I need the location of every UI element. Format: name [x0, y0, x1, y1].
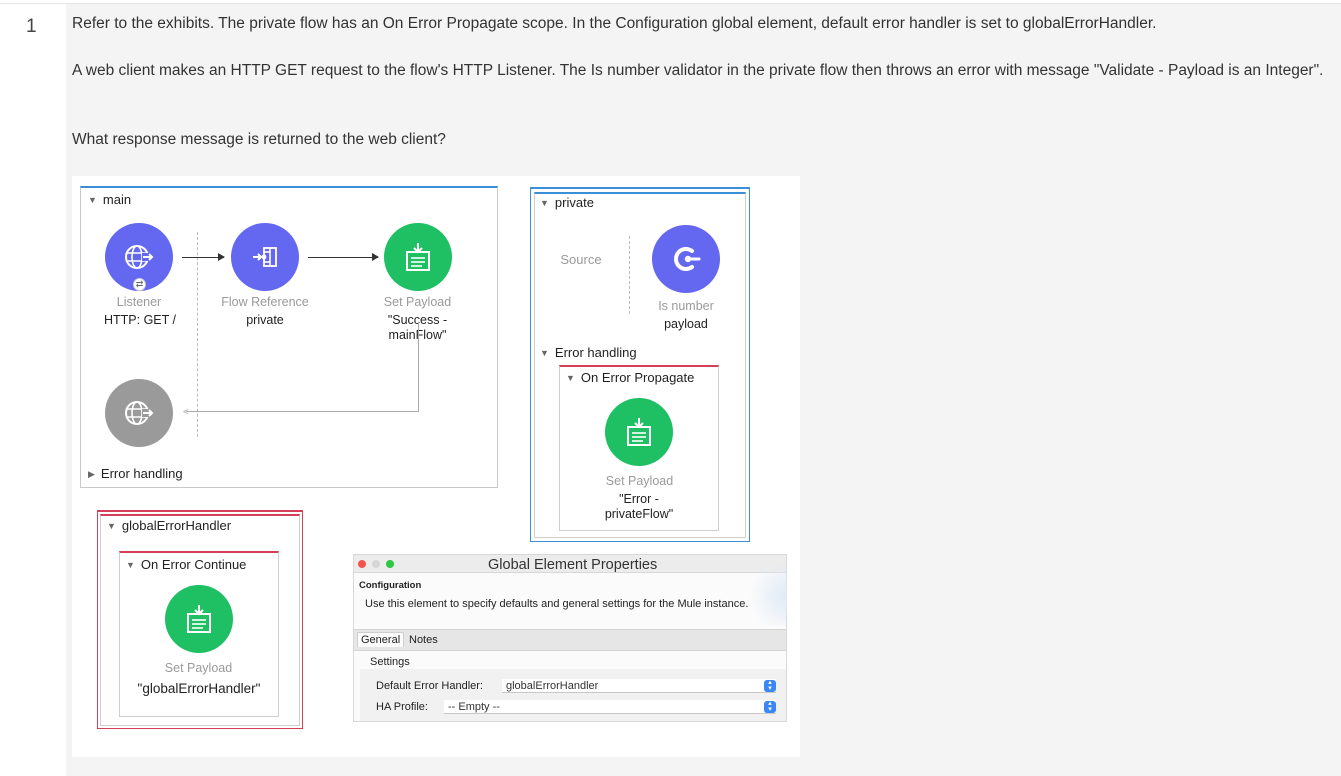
window-title: Global Element Properties [488, 557, 658, 573]
configuration-heading: Configuration [359, 580, 422, 591]
top-divider [0, 0, 1341, 4]
source-divider [197, 232, 198, 437]
validator-value: payload [664, 317, 708, 331]
collapse-triangle-icon: ▼ [126, 560, 135, 570]
listener-value: HTTP: GET / [104, 313, 176, 327]
private-set-payload-value: "Error -privateFlow" [585, 492, 693, 522]
expand-triangle-icon: ▶ [88, 469, 95, 479]
set-payload-value-line: "Success - [387, 313, 448, 327]
return-arrow-icon: < [183, 407, 189, 418]
return-path-line [186, 411, 419, 412]
private-flow-title: ▼ private [540, 195, 594, 210]
select-stepper-icon: ▴▾ [764, 679, 776, 692]
flow-reference-type-label: Flow Reference [221, 295, 309, 309]
flow-arrow [308, 253, 379, 261]
flow-reference-value: private [246, 313, 284, 327]
source-divider [629, 236, 630, 314]
source-label: Source [560, 252, 602, 267]
main-flow-title-text: main [102, 192, 132, 207]
private-flow-title-text: private [554, 195, 594, 210]
collapse-triangle-icon: ▼ [566, 373, 575, 383]
ha-profile-label: HA Profile: [376, 701, 428, 713]
configuration-description: Use this element to specify defaults and… [365, 598, 749, 610]
set-payload-icon[interactable] [605, 398, 673, 466]
global-set-payload-value: "globalErrorHandler" [137, 681, 261, 696]
main-flow-title: ▼ main [88, 192, 131, 207]
question-number-column: 1 [0, 4, 66, 776]
question-number: 1 [26, 16, 37, 37]
collapse-triangle-icon: ▼ [540, 348, 549, 358]
on-error-propagate-title[interactable]: ▼ On Error Propagate [566, 370, 694, 385]
decorative-glow [742, 566, 787, 626]
flow-arrow [182, 253, 225, 261]
global-set-payload-type-label: Set Payload [164, 661, 233, 675]
question-paragraph-2: A web client makes an HTTP GET request t… [72, 62, 1324, 79]
global-error-handler-title-text: globalErrorHandler [121, 518, 232, 533]
window-title-bar: Global Element Properties [354, 555, 786, 573]
close-window-icon[interactable] [358, 560, 366, 568]
tab-notes[interactable]: Notes [409, 634, 438, 646]
set-payload-icon[interactable] [384, 223, 452, 291]
main-error-handling-text: Error handling [100, 466, 183, 481]
default-error-handler-label: Default Error Handler: [376, 680, 483, 692]
return-path-line [418, 322, 419, 412]
set-payload-icon[interactable] [165, 585, 233, 653]
settings-heading: Settings [370, 656, 410, 668]
set-payload-value-line: mainFlow" [370, 328, 465, 343]
globe-arrow-icon[interactable] [105, 379, 173, 447]
question-prompt: What response message is returned to the… [72, 131, 446, 148]
default-error-handler-select[interactable]: globalErrorHandler ▴▾ [502, 679, 776, 693]
select-stepper-icon: ▴▾ [764, 700, 776, 713]
private-error-handling[interactable]: ▼ Error handling [540, 345, 637, 360]
on-error-continue-text: On Error Continue [140, 557, 247, 572]
collapse-triangle-icon: ▼ [540, 198, 549, 208]
ha-profile-select[interactable]: -- Empty -- ▴▾ [444, 700, 776, 714]
set-payload-type-label: Set Payload [383, 295, 452, 309]
global-error-handler-title: ▼ globalErrorHandler [107, 518, 231, 533]
question-paragraph-1: Refer to the exhibits. The private flow … [72, 15, 1157, 32]
main-error-handling[interactable]: ▶ Error handling [88, 466, 183, 481]
zoom-window-icon[interactable] [386, 560, 394, 568]
global-element-properties-window: Global Element Properties Configuration … [353, 554, 787, 722]
private-error-handling-text: Error handling [554, 345, 637, 360]
minimize-window-icon[interactable] [372, 560, 380, 568]
flow-reference-icon[interactable] [231, 223, 299, 291]
listener-type-label: Listener [116, 295, 162, 309]
set-payload-value: "Success -mainFlow" [370, 313, 465, 343]
private-set-payload-type-label: Set Payload [605, 474, 674, 488]
response-sync-icon: ⇄ [133, 278, 146, 291]
on-error-propagate-text: On Error Propagate [580, 370, 695, 385]
tab-general[interactable]: General [357, 632, 405, 647]
ha-profile-value: -- Empty -- [448, 701, 500, 713]
properties-tab-bar: General Notes [354, 629, 786, 651]
on-error-continue-title[interactable]: ▼ On Error Continue [126, 557, 246, 572]
set-payload-value-line: privateFlow" [604, 507, 674, 521]
set-payload-value-line: "Error - [619, 492, 659, 506]
collapse-triangle-icon: ▼ [107, 521, 116, 531]
collapse-triangle-icon: ▼ [88, 195, 97, 205]
default-error-handler-value: globalErrorHandler [506, 680, 599, 692]
validator-icon[interactable] [652, 225, 720, 293]
validator-type-label: Is number [658, 299, 714, 313]
